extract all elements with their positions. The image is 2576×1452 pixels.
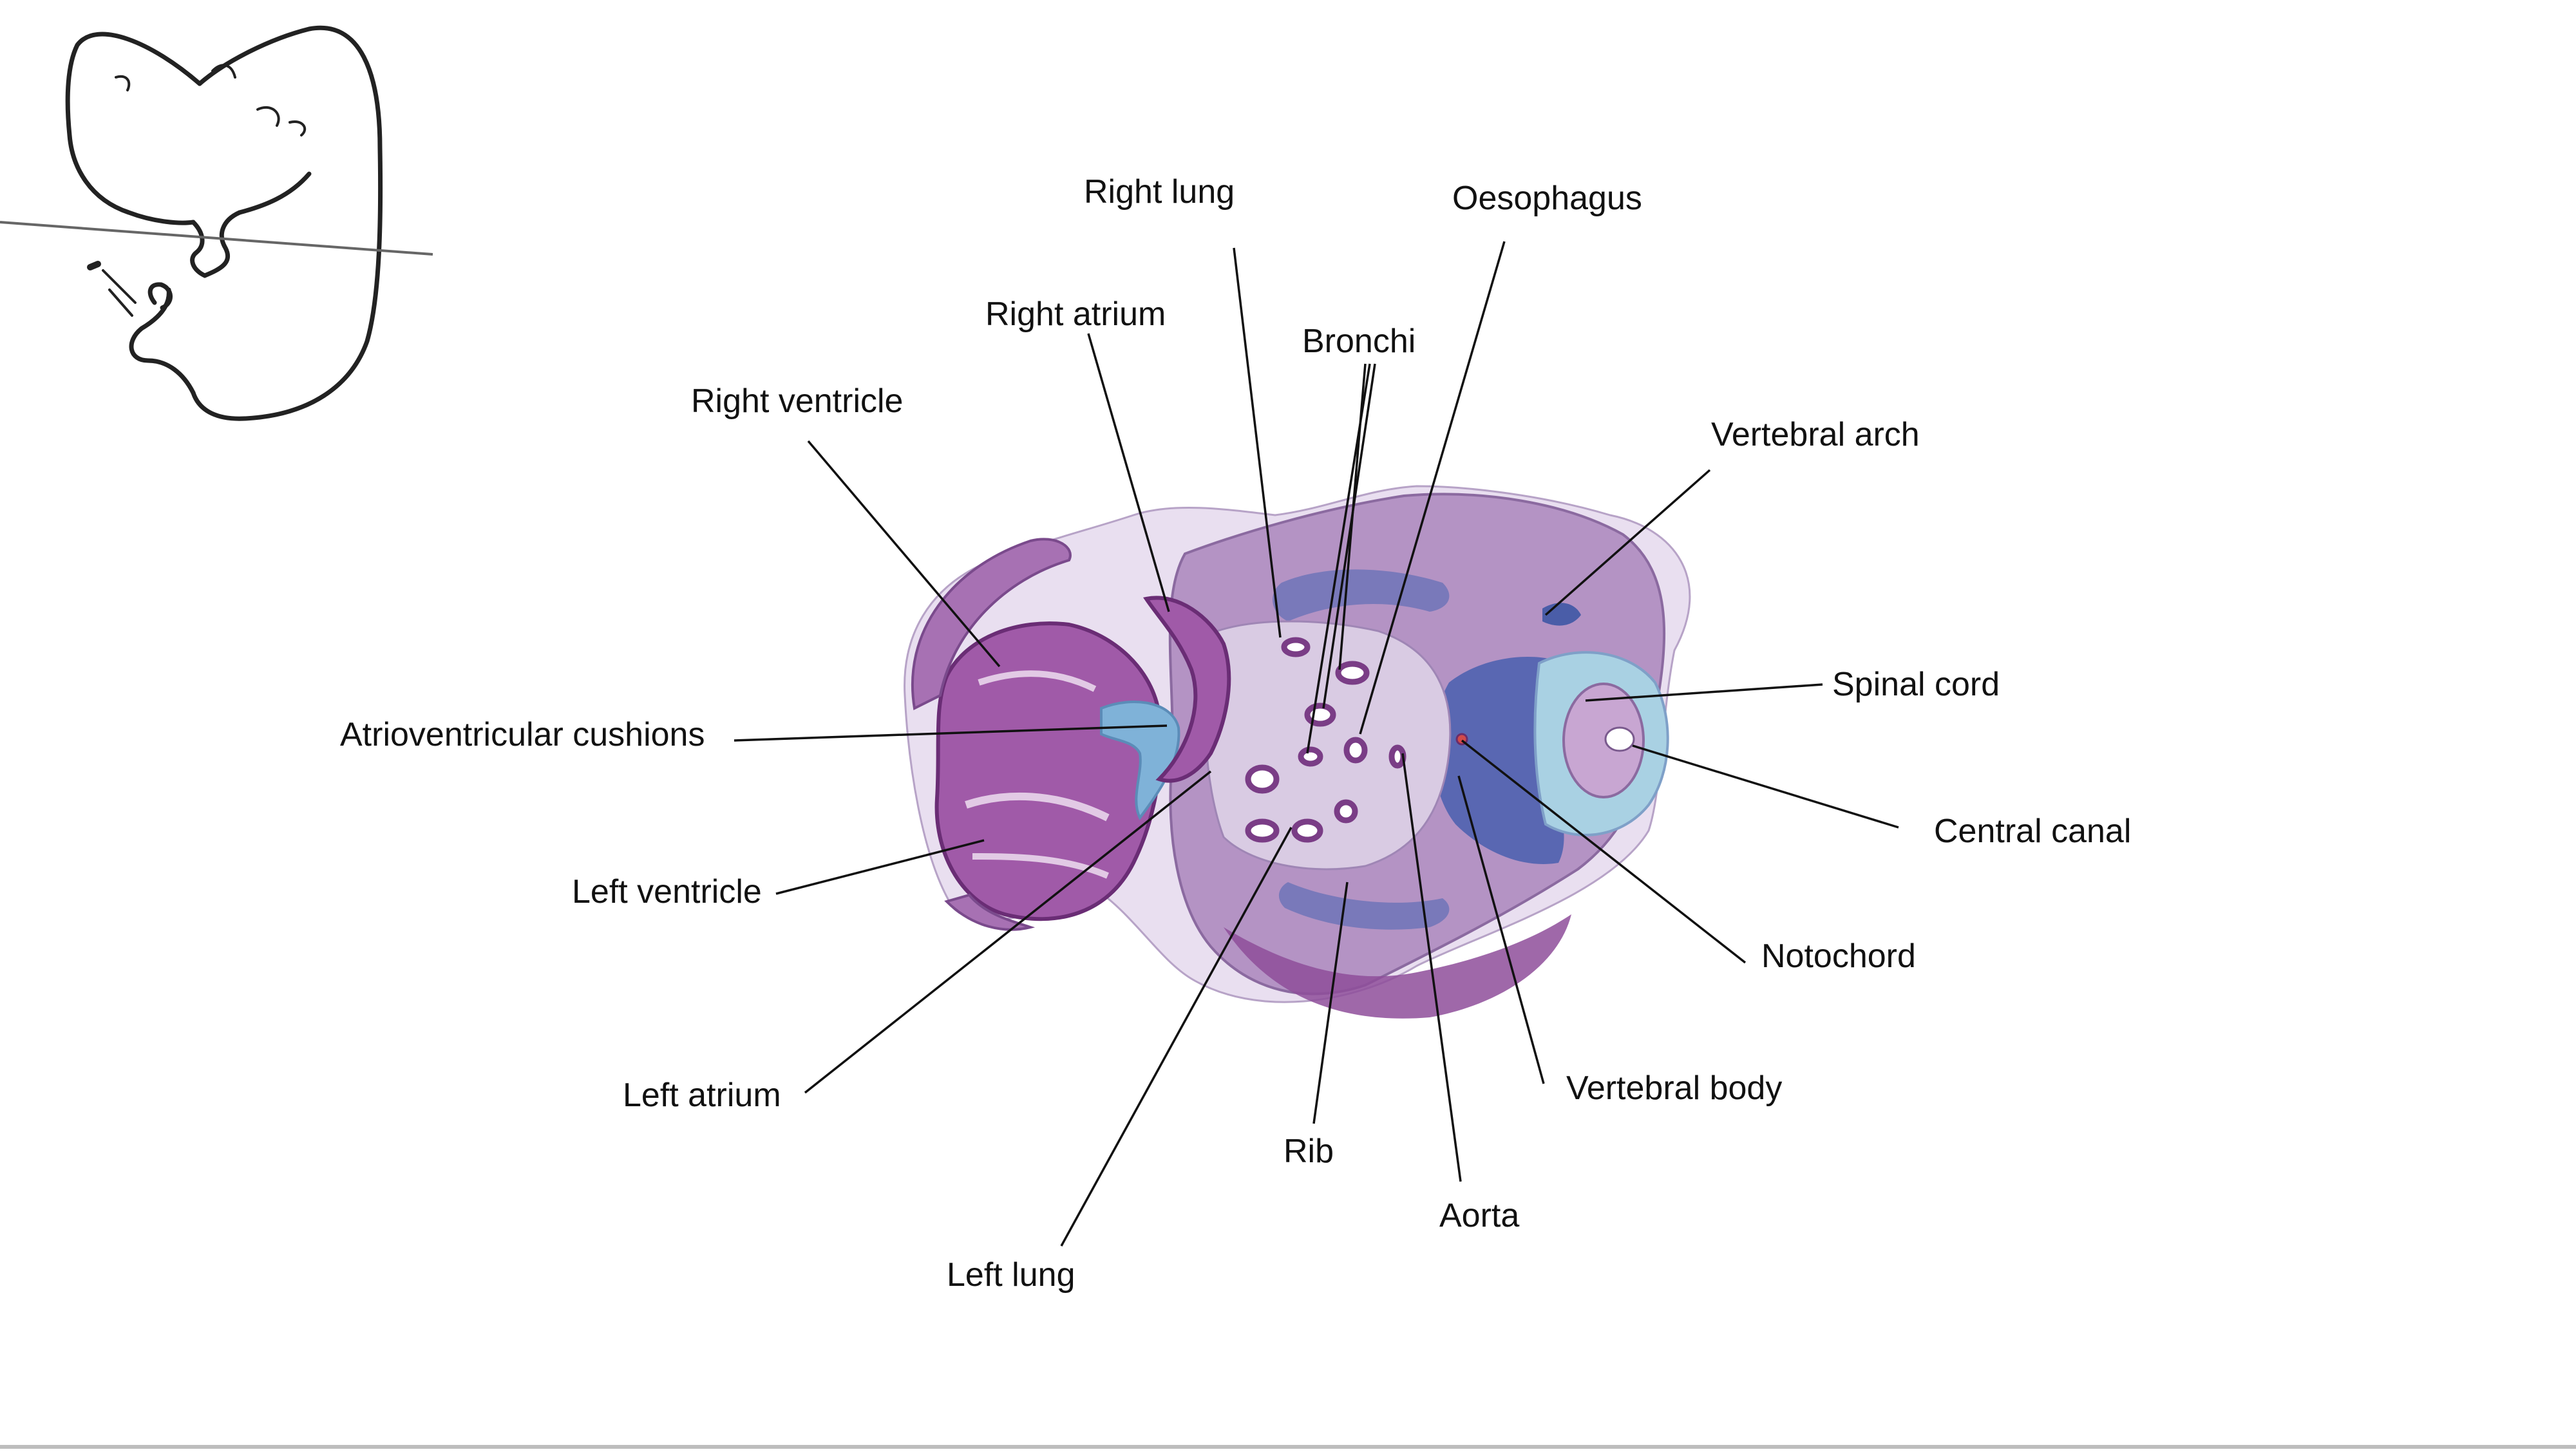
left-lung-bud-3: [1294, 822, 1320, 840]
label-left-ventricle: Left ventricle: [572, 873, 762, 910]
label-right-atrium: Right atrium: [985, 296, 1166, 333]
section-plane-line: [0, 222, 433, 254]
label-aorta: Aorta: [1439, 1197, 1519, 1234]
oesophagus-lumen: [1347, 740, 1365, 760]
label-rib: Rib: [1283, 1133, 1334, 1170]
tissue-section: [905, 486, 1690, 1019]
right-lung-bud: [1284, 640, 1307, 654]
left-lung-bud-1: [1248, 768, 1276, 791]
left-lung-bud-4: [1337, 802, 1355, 820]
label-spinal-cord: Spinal cord: [1832, 666, 2000, 703]
leader-central-canal: [1633, 746, 1899, 827]
heart-ventricles: [937, 623, 1161, 919]
slide-bottom-border: [0, 1445, 2576, 1449]
label-oesophagus: Oesophagus: [1452, 180, 1642, 217]
label-left-lung: Left lung: [947, 1256, 1075, 1294]
left-lung-bud-2: [1248, 822, 1276, 840]
label-right-ventricle: Right ventricle: [691, 382, 903, 420]
aorta-lumen: [1392, 748, 1403, 766]
bronchus-middle: [1307, 706, 1333, 724]
central-canal: [1605, 728, 1634, 751]
label-left-atrium: Left atrium: [623, 1077, 781, 1114]
bronchus-lower: [1301, 750, 1320, 764]
bronchus-upper: [1338, 664, 1367, 682]
label-atrioventricular-cushions: Atrioventricular cushions: [340, 716, 705, 753]
label-central-canal: Central canal: [1934, 813, 2131, 850]
label-vertebral-arch: Vertebral arch: [1711, 416, 1920, 453]
leader-right-ventricle: [808, 441, 999, 666]
label-vertebral-body: Vertebral body: [1566, 1070, 1782, 1107]
embryo-outline-sketch: [68, 28, 380, 419]
label-bronchi: Bronchi: [1302, 323, 1416, 360]
label-notochord: Notochord: [1761, 938, 1916, 975]
label-right-lung: Right lung: [1084, 173, 1235, 211]
